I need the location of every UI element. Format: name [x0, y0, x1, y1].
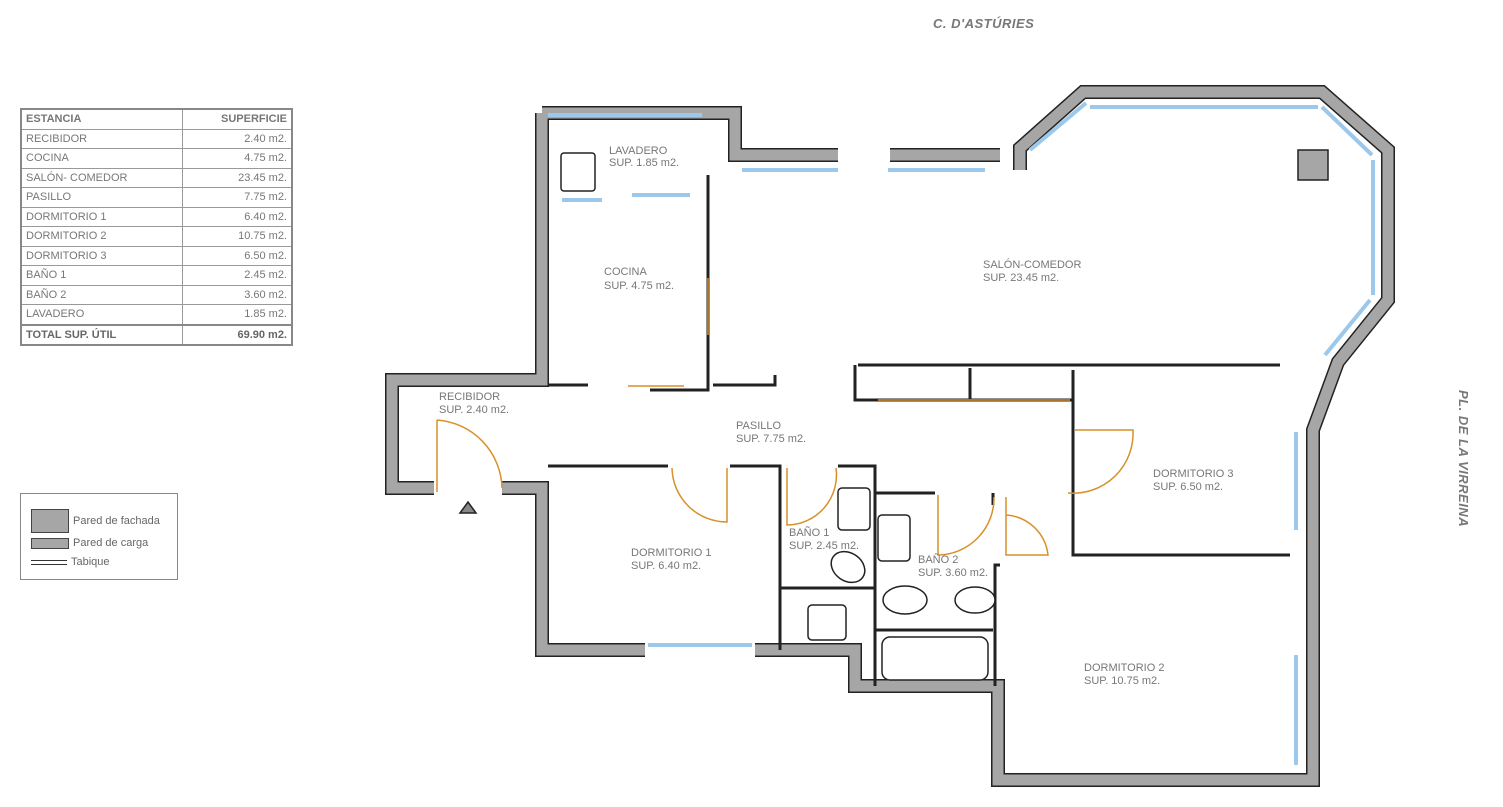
shower-tray-icon — [807, 604, 847, 641]
washbasin-icon — [877, 514, 911, 562]
windows — [548, 101, 1375, 765]
legend: Pared de fachada Pared de carga Tabique — [20, 493, 178, 580]
entrance-arrow-icon — [458, 500, 478, 514]
header-estancia: ESTANCIA — [20, 108, 183, 130]
doors — [436, 278, 1134, 556]
room-name: RECIBIDOR — [439, 391, 500, 403]
fachada-swatch — [31, 509, 69, 533]
carga-swatch — [31, 537, 69, 549]
room-name: DORMITORIO 3 — [1153, 468, 1233, 480]
room-area: SUP. 6.50 m2. — [1153, 481, 1223, 493]
area-cell: 3.60 m2. — [181, 284, 293, 305]
toilet-icon — [882, 585, 928, 615]
room-name-cell: SALÓN- COMEDOR — [20, 167, 183, 188]
fixtures — [458, 149, 1329, 681]
legend-item-carga: Pared de carga — [31, 537, 148, 549]
area-cell: 2.40 m2. — [181, 128, 293, 149]
room-name: COCINA — [604, 266, 647, 278]
header-superficie: SUPERFICIE — [181, 108, 293, 130]
room-area: SUP. 7.75 m2. — [736, 433, 806, 445]
bathtub-icon — [881, 636, 989, 681]
room-area: SUP. 3.60 m2. — [918, 567, 988, 579]
room-name-cell: LAVADERO — [20, 304, 183, 325]
facade-walls — [385, 85, 1395, 787]
room-name: SALÓN-COMEDOR — [983, 258, 1081, 271]
legend-item-tabique: Tabique — [31, 556, 110, 568]
room-name: DORMITORIO 2 — [1084, 662, 1164, 674]
legend-item-fachada: Pared de fachada — [31, 509, 160, 533]
washbasin-icon — [837, 487, 871, 531]
table-total-row: TOTAL SUP. ÚTIL 69.90 m2. — [20, 323, 293, 346]
street-name-top: C. D'ASTÚRIES — [933, 16, 1035, 31]
legend-label: Pared de fachada — [73, 515, 160, 527]
room-name: BAÑO 2 — [918, 553, 958, 566]
room-area: SUP. 2.45 m2. — [789, 540, 859, 552]
bidet-icon — [954, 586, 996, 614]
room-name: LAVADERO — [609, 145, 668, 157]
area-cell: 6.40 m2. — [181, 206, 293, 227]
sink-icon — [560, 152, 596, 192]
tabique-swatch — [31, 559, 67, 565]
room-name-cell: COCINA — [20, 148, 183, 169]
room-name: BAÑO 1 — [789, 526, 829, 539]
room-area: SUP. 23.45 m2. — [983, 272, 1059, 284]
total-value: 69.90 m2. — [181, 323, 293, 346]
room-name: PASILLO — [736, 420, 781, 432]
room-area: SUP. 4.75 m2. — [604, 280, 674, 292]
partition-walls — [548, 175, 1290, 686]
column-icon — [1297, 149, 1329, 181]
room-name-cell: BAÑO 2 — [20, 284, 183, 305]
toilet-icon — [830, 550, 866, 584]
legend-label: Pared de carga — [73, 537, 149, 549]
room-area: SUP. 10.75 m2. — [1084, 675, 1160, 687]
table-header-row: ESTANCIA SUPERFICIE — [20, 108, 293, 130]
legend-label: Tabique — [71, 556, 110, 568]
room-area: SUP. 1.85 m2. — [609, 157, 679, 169]
room-area: SUP. 2.40 m2. — [439, 404, 509, 416]
area-cell: 1.85 m2. — [181, 304, 293, 325]
total-label: TOTAL SUP. ÚTIL — [20, 323, 183, 346]
room-area: SUP. 6.40 m2. — [631, 560, 701, 572]
room-name: DORMITORIO 1 — [631, 547, 711, 559]
room-name-cell: DORMITORIO 3 — [20, 245, 183, 266]
